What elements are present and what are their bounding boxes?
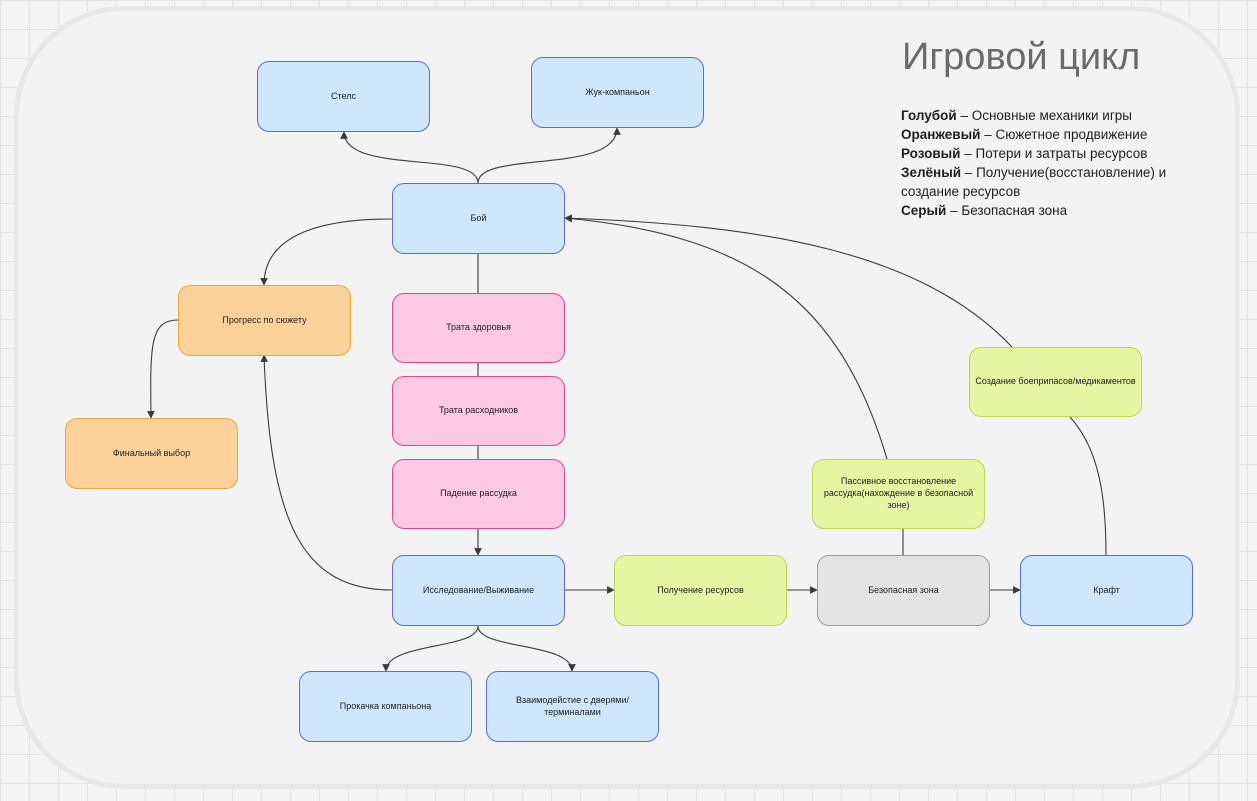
node-label: Прогресс по сюжету xyxy=(222,314,307,325)
node-label: Создание боеприпасов/медикаментов xyxy=(975,376,1136,387)
node-label: Трата здоровья xyxy=(446,322,511,333)
legend-separator: – xyxy=(956,108,972,123)
edge-ammo-creation-combat xyxy=(564,214,1013,348)
node-label: Стелс xyxy=(331,90,356,101)
legend-color-name: Розовый xyxy=(901,146,961,161)
legend-meaning: Основные механики игры xyxy=(971,108,1132,123)
node-label: Безопасная зона xyxy=(868,584,939,595)
legend-color-name: Серый xyxy=(901,203,947,218)
edge-passive-recovery-combat xyxy=(564,214,888,460)
node-health-spend[interactable]: Трата здоровья xyxy=(392,293,565,363)
node-label: Крафт xyxy=(1093,584,1120,595)
node-craft[interactable]: Крафт xyxy=(1020,555,1193,626)
legend-meaning: Получение(восстановление) и создание рес… xyxy=(901,165,1167,199)
node-label: Взаимодейстие с дверями/терминалами xyxy=(515,694,630,717)
node-stealth[interactable]: Стелс xyxy=(257,61,430,132)
node-companion-upgrade[interactable]: Прокачка компаньона xyxy=(299,671,472,742)
node-label: Жук-компаньон xyxy=(585,86,650,97)
node-label: Пассивное восстановление рассудка(нахожд… xyxy=(823,476,974,510)
node-exploration[interactable]: Исследование/Выживание xyxy=(392,555,565,626)
node-final-choice[interactable]: Финальный выбор xyxy=(65,418,238,489)
diagram-title: Игровой цикл xyxy=(902,36,1141,78)
node-ammo-creation[interactable]: Создание боеприпасов/медикаментов xyxy=(969,347,1142,417)
legend-item-blue: Голубой – Основные механики игры xyxy=(901,106,1201,125)
node-passive-recovery[interactable]: Пассивное восстановление рассудка(нахожд… xyxy=(812,459,985,529)
node-label: Падение рассудка xyxy=(440,488,517,499)
legend-meaning: Безопасная зона xyxy=(961,203,1068,218)
edge-combat-story-progress xyxy=(260,218,393,286)
legend-color-name: Голубой xyxy=(901,108,957,123)
legend-item-orange: Оранжевый – Сюжетное продвижение xyxy=(901,125,1201,144)
node-story-progress[interactable]: Прогресс по сюжету xyxy=(178,285,351,356)
edge-craft-ammo-creation xyxy=(1069,416,1107,556)
node-label: Трата расходников xyxy=(438,405,519,416)
node-safe-zone[interactable]: Безопасная зона xyxy=(817,555,990,626)
node-label: Прокачка компаньона xyxy=(339,700,432,711)
edge-combat-bug-companion xyxy=(477,127,621,184)
legend-color-name: Оранжевый xyxy=(901,127,981,142)
node-label: Получение ресурсов xyxy=(657,584,744,595)
legend-meaning: Сюжетное продвижение xyxy=(995,127,1148,142)
legend-separator: – xyxy=(960,146,976,161)
legend-item-pink: Розовый – Потери и затраты ресурсов xyxy=(901,144,1201,163)
edge-exploration-doors-terminals xyxy=(477,625,576,672)
node-consumables-spend[interactable]: Трата расходников xyxy=(392,376,565,446)
node-resource-gain[interactable]: Получение ресурсов xyxy=(614,555,787,626)
node-label: Финальный выбор xyxy=(112,447,191,458)
legend-color-name: Зелёный xyxy=(901,165,962,180)
legend-item-green: Зелёный – Получение(восстановление) и со… xyxy=(901,163,1201,201)
node-bug-companion[interactable]: Жук-компаньон xyxy=(531,57,704,128)
node-label: Бой xyxy=(470,212,487,223)
legend-separator: – xyxy=(946,203,962,218)
node-sanity-drop[interactable]: Падение рассудка xyxy=(392,459,565,529)
edge-combat-stealth xyxy=(340,131,479,184)
edge-story-progress-final-choice xyxy=(147,319,179,419)
node-doors-terminals[interactable]: Взаимодейстие с дверями/терминалами xyxy=(486,671,659,742)
legend-item-gray: Серый – Безопасная зона xyxy=(901,201,1201,220)
color-legend: Голубой – Основные механики игры Оранжев… xyxy=(901,106,1201,220)
legend-separator: – xyxy=(980,127,996,142)
legend-meaning: Потери и затраты ресурсов xyxy=(975,146,1148,161)
edge-exploration-story-progress xyxy=(260,354,393,591)
legend-separator: – xyxy=(961,165,977,180)
node-combat[interactable]: Бой xyxy=(392,183,565,254)
node-label: Исследование/Выживание xyxy=(422,584,535,595)
edge-exploration-companion-upgrade xyxy=(382,625,479,672)
